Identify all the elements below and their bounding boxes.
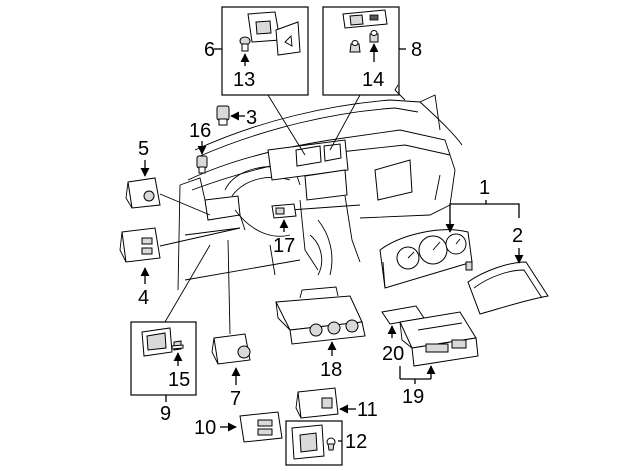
hazard-switch [247,11,301,56]
callout-3: 3 [246,107,257,129]
bulb-15 [171,340,184,351]
switch-12 [291,424,325,460]
callout-11: 11 [357,399,378,421]
switch-10 [239,411,283,443]
callout-13: 13 [233,69,255,91]
bulb-16 [196,155,208,174]
callout-14: 14 [362,69,384,91]
callout-9: 9 [160,403,171,425]
switch-5 [125,177,161,209]
bulb-12 [326,437,336,451]
part-group-box-12 [285,420,343,466]
switch-17 [271,203,297,219]
instrument-cluster-1 [379,229,473,289]
callout-15: 15 [168,369,190,391]
callout-6: 6 [204,39,215,61]
callout-1: 1 [479,177,490,199]
callout-20: 20 [382,343,404,365]
part-group-box-8 [322,6,400,96]
callout-12: 12 [345,431,367,453]
control-switch-8 [342,9,388,29]
switch-4 [119,227,161,263]
callout-18: 18 [320,359,342,381]
bulb-13 [239,36,251,52]
part-group-box-6 [221,6,309,96]
bulb-14 [349,30,379,53]
callout-7: 7 [230,388,241,410]
callout-2: 2 [512,225,523,247]
cluster-lens-2 [467,261,549,315]
switch-9 [141,327,173,357]
instrument-panel [177,84,463,291]
callout-16: 16 [189,120,211,142]
cluster-assembly-19 [399,311,479,367]
switch-11 [295,387,339,419]
callout-5: 5 [138,138,149,160]
callout-19: 19 [402,386,424,408]
bulb-3 [216,105,230,126]
callout-10: 10 [194,417,216,439]
heater-control-18 [275,286,366,345]
part-group-box-9 [130,321,197,396]
callout-4: 4 [138,287,149,309]
callout-8: 8 [411,39,422,61]
switch-7 [211,333,251,365]
callout-17: 17 [273,235,295,257]
